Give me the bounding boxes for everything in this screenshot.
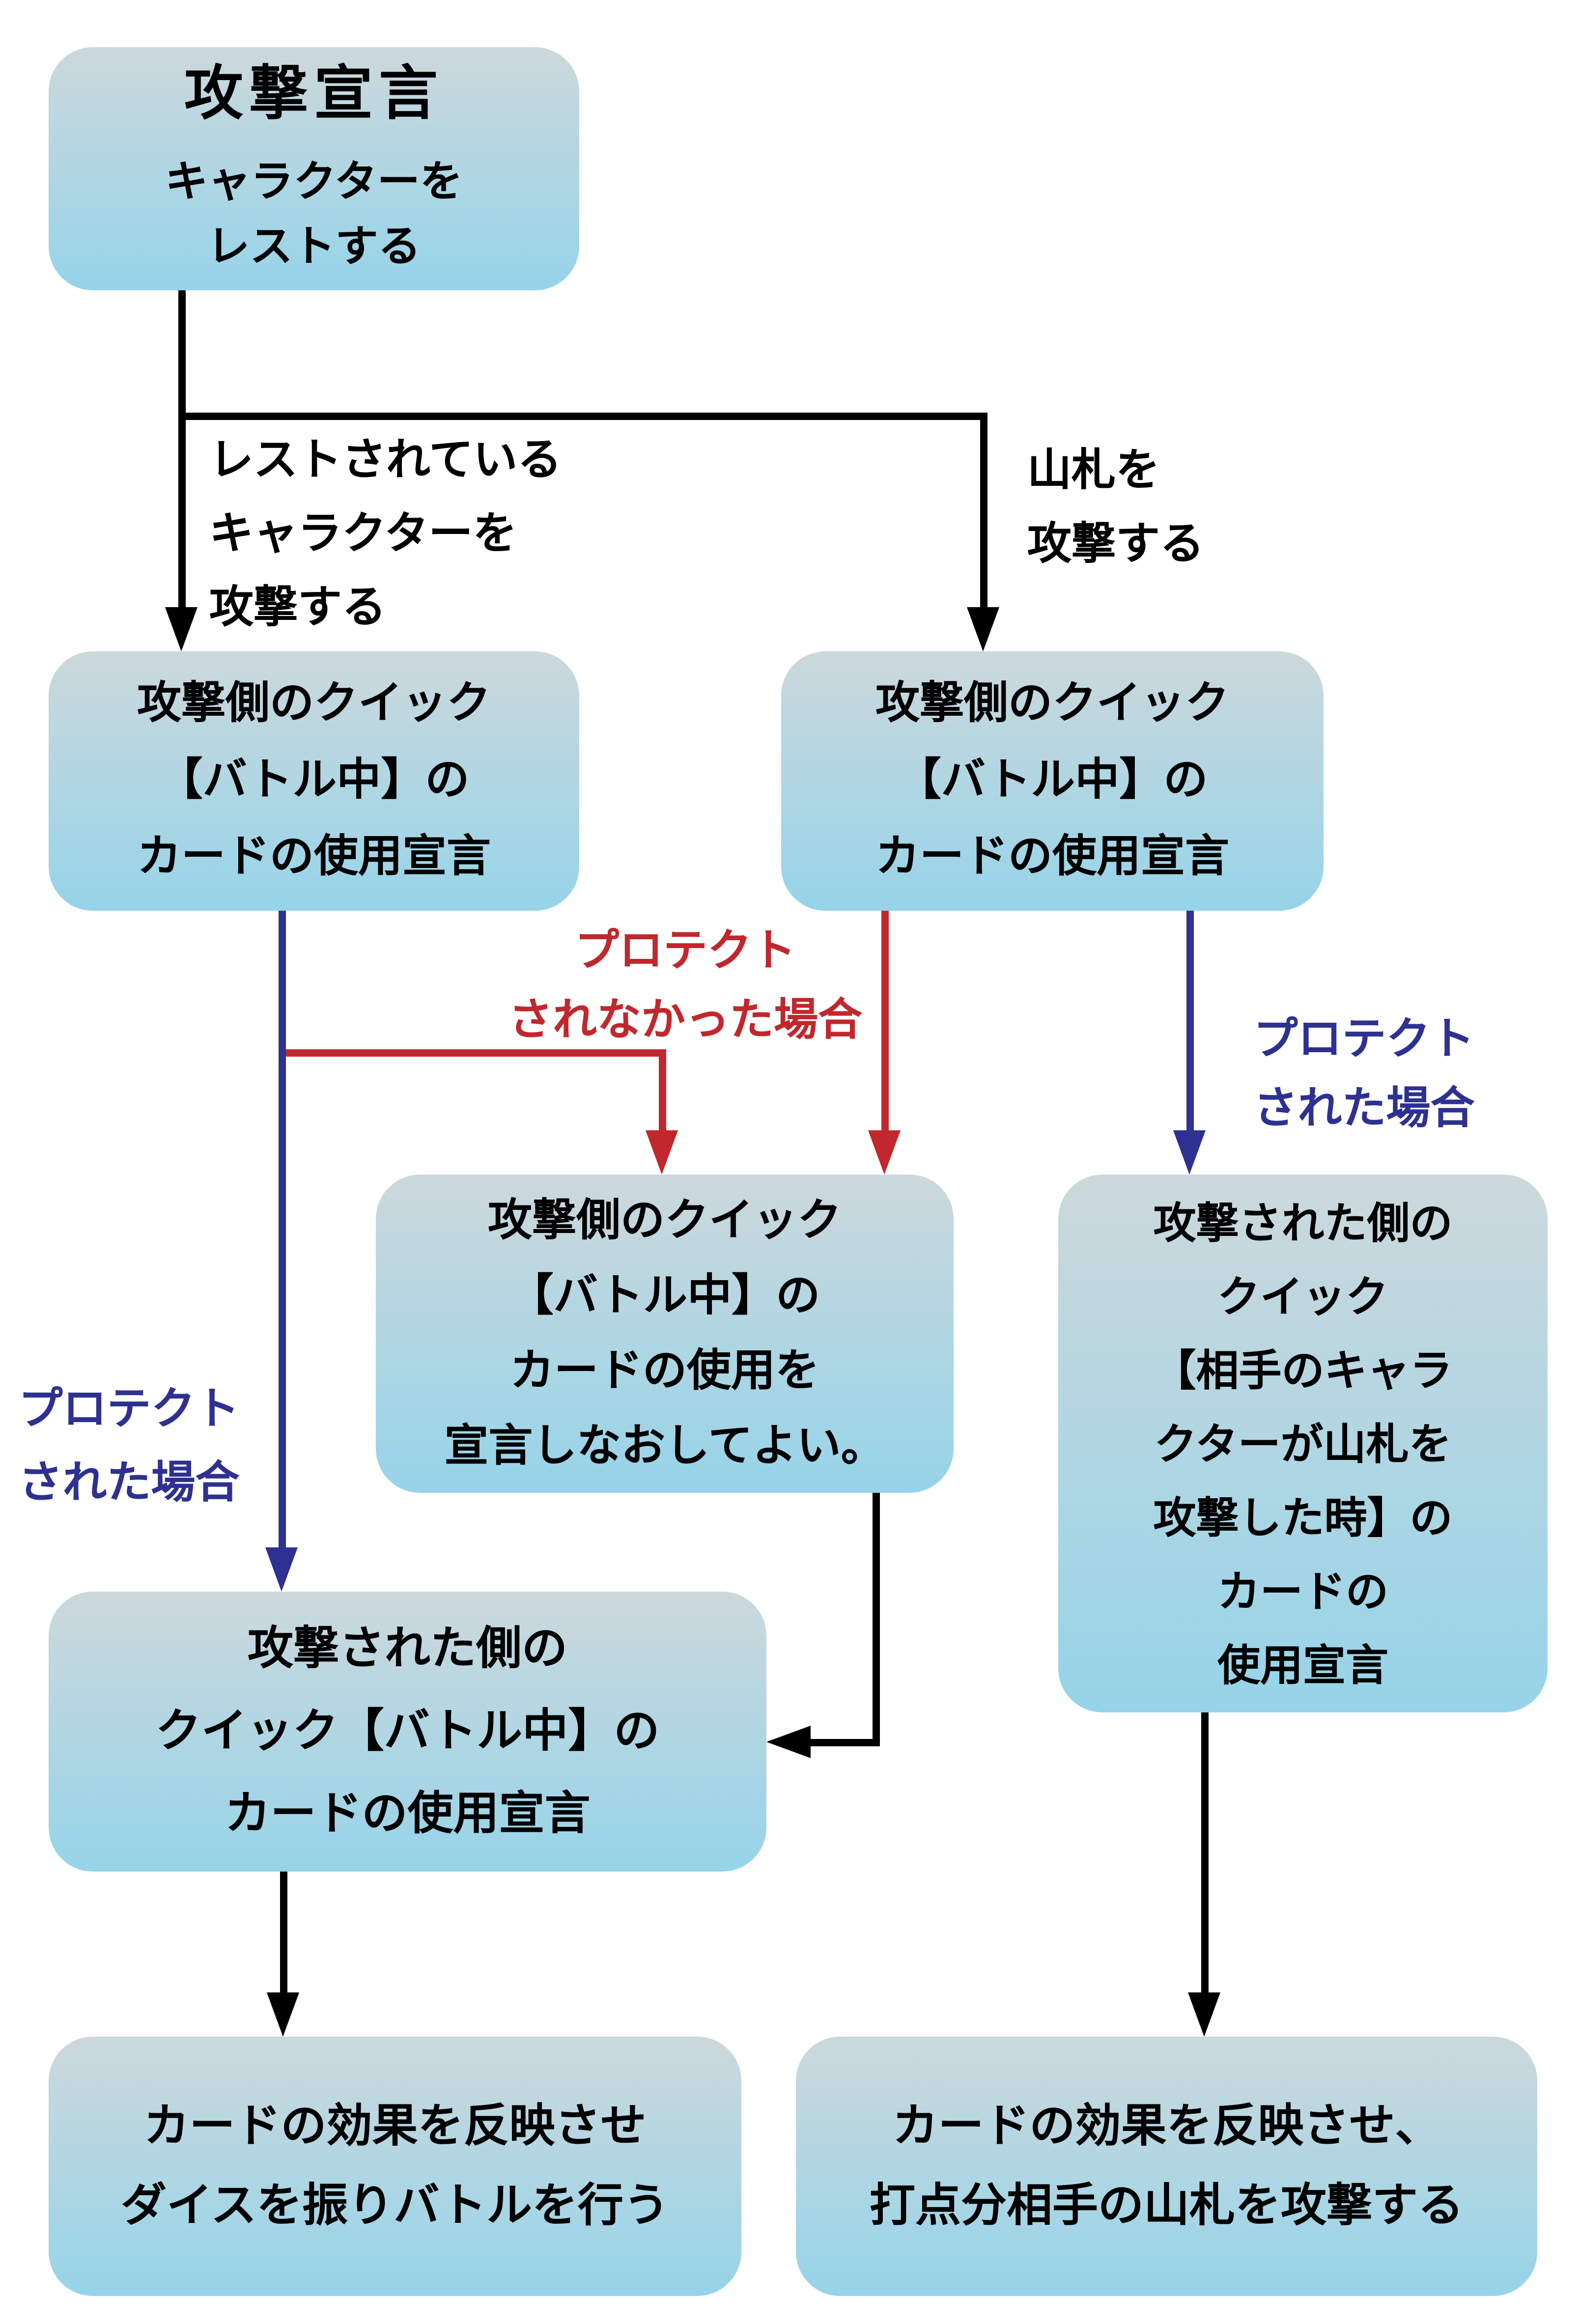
connector-start-vertical — [178, 290, 186, 612]
arrowhead-to-resolve-deck-attack-icon — [1188, 1992, 1220, 2037]
flow-node-defender-quick-deck-body: 攻撃された側の クイック 【相手のキャラ クターが山札を 攻撃した時】の カード… — [1153, 1197, 1453, 1690]
flow-node-attack-declaration-body: キャラクターを レストする — [165, 155, 463, 271]
connector-not-protected-elbow-vertical — [659, 1049, 666, 1130]
edge-label-protected-right: プロテクト された場合 — [1253, 1014, 1475, 1135]
edge-label-protected-left: プロテクト された場合 — [18, 1384, 240, 1509]
flow-node-resolve-battle: カードの効果を反映させ ダイスを振りバトルを行う — [49, 2037, 741, 2296]
arrowhead-to-attacker-quick-rested-icon — [165, 607, 197, 651]
flow-node-defender-quick-battle: 攻撃された側の クイック【バトル中】の カードの使用宣言 — [49, 1592, 766, 1872]
connector-deck-branch-vertical — [980, 413, 987, 607]
connector-protected-right-vertical — [1186, 911, 1194, 1130]
edge-label-attack-deck: 山札を 攻撃する — [1027, 445, 1204, 570]
flow-node-redeclare-body: 攻撃側のクイック 【バトル中】の カードの使用を 宣言しなおしてよい。 — [444, 1195, 885, 1472]
flow-node-resolve-deck-attack: カードの効果を反映させ、 打点分相手の山札を攻撃する — [796, 2037, 1537, 2296]
flow-node-defender-quick-deck: 攻撃された側の クイック 【相手のキャラ クターが山札を 攻撃した時】の カード… — [1058, 1175, 1548, 1712]
arrowhead-to-attacker-quick-deck-icon — [967, 607, 999, 651]
edge-label-attack-rested: レストされている キャラクターを 攻撃する — [209, 435, 562, 634]
flow-node-attack-declaration: 攻撃宣言 キャラクターを レストする — [49, 47, 579, 290]
connector-not-protected-vertical — [881, 911, 889, 1130]
edge-label-not-protected: プロテクト されなかった場合 — [508, 925, 862, 1046]
arrowhead-to-defender-quick-battle-icon — [265, 1547, 298, 1592]
flow-node-defender-quick-battle-body: 攻撃された側の クイック【バトル中】の カードの使用宣言 — [155, 1623, 660, 1841]
connector-branch-horizontal — [178, 413, 987, 420]
flow-node-redeclare: 攻撃側のクイック 【バトル中】の カードの使用を 宣言しなおしてよい。 — [376, 1175, 954, 1493]
arrowhead-to-redeclare-icon — [868, 1130, 901, 1175]
connector-to-resolve-deck-attack — [1201, 1712, 1209, 1992]
arrowhead-elbow-to-redeclare-icon — [646, 1130, 678, 1175]
connector-not-protected-horizontal — [286, 1049, 666, 1057]
connector-to-resolve-battle — [280, 1872, 287, 1992]
flow-node-attacker-quick-rested: 攻撃側のクイック 【バトル中】の カードの使用宣言 — [49, 651, 579, 911]
flow-node-attacker-quick-deck-body: 攻撃側のクイック 【バトル中】の カードの使用宣言 — [875, 678, 1229, 883]
connector-redeclare-down-vertical — [873, 1493, 880, 1742]
flow-node-attacker-quick-deck: 攻撃側のクイック 【バトル中】の カードの使用宣言 — [781, 651, 1324, 911]
connector-redeclare-horizontal — [803, 1739, 880, 1746]
arrowhead-to-defender-quick-deck-icon — [1173, 1130, 1206, 1175]
flow-node-resolve-deck-attack-body: カードの効果を反映させ、 打点分相手の山札を攻撃する — [870, 2100, 1464, 2233]
arrowhead-to-resolve-battle-icon — [267, 1992, 299, 2037]
connector-protected-left-vertical — [279, 911, 286, 1547]
flow-node-resolve-battle-body: カードの効果を反映させ ダイスを振りバトルを行う — [121, 2100, 669, 2233]
arrowhead-left-to-defender-quick-battle-icon — [766, 1726, 811, 1758]
flow-node-attacker-quick-rested-body: 攻撃側のクイック 【バトル中】の カードの使用宣言 — [137, 678, 491, 883]
flow-node-attack-declaration-title: 攻撃宣言 — [184, 59, 444, 128]
